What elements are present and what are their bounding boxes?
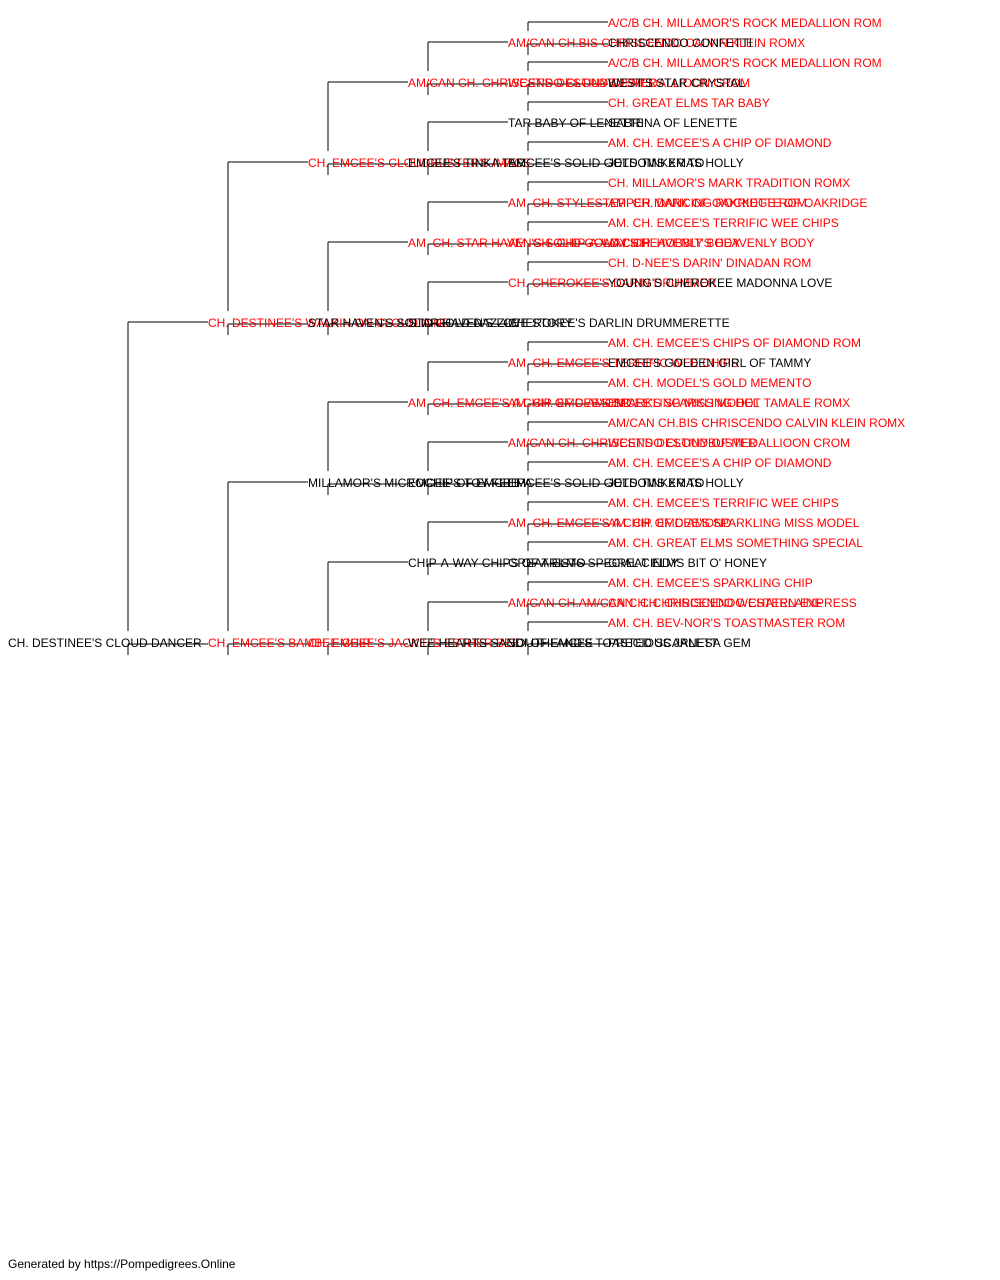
pedigree-entry-gen3: AM/CAN CH. CHRISCENDO CLOUDBUSTER xyxy=(408,76,657,90)
pedigree-entry-gen5: JETSOMS XMAS HOLLY xyxy=(608,156,744,170)
pedigree-entry-gen3: AM. CH. STAR HAVEN'S SOLID GOLD CHIP xyxy=(408,236,651,250)
pedigree-entry-gen5: AM/CAN CH.BIS CHRISCENDO CALVIN KLEIN RO… xyxy=(608,416,905,430)
pedigree-entry-gen5: CH. D-NEE'S DARIN' DINADAN ROM xyxy=(608,256,811,270)
pedigree-entry-gen3: WEE HEARTS SANDI OF EMCEE xyxy=(408,636,593,650)
pedigree-entry-gen5: GREAT ELMS BIT O' HONEY xyxy=(608,556,767,570)
pedigree-entry-gen4: AM. CH. EMCEE'S A CHIP OF DIAMOND xyxy=(508,516,732,530)
pedigree-entry-gen4: EMCEE'S SOLID GOLD TINKER TO xyxy=(508,156,704,170)
pedigree-entry-gen5: WEST'S DESTINY OF MEDALLIOON CROM xyxy=(608,436,850,450)
pedigree-entry-gen5: CHRISCENDO CONFETTI xyxy=(608,36,752,50)
pedigree-labels: CH. DESTINEE'S CLOUD DANCER CH. DESTINEE'… xyxy=(8,16,905,650)
pedigree-entry-gen4: AM/CAN CH.AM/CAN CH. CHRISCENDO WESTERN … xyxy=(508,596,857,610)
pedigree-entry-gen0: CH. DESTINEE'S CLOUD DANCER xyxy=(8,636,202,650)
pedigree-entry-gen5: AM. CH. GREAT ELMS SOMETHING SPECIAL xyxy=(608,536,863,550)
pedigree-entry-gen4: AM. CH. EMCEE'S SPARKLING MISS MODEL xyxy=(508,396,760,410)
pedigree-entry-gen4: SOUTHLAND'S TOASTED SCARLETT xyxy=(508,636,719,650)
pedigree-entry-gen4: GREAT ELMS SPECIAL CINDY xyxy=(508,556,679,570)
pedigree-entry-gen3: CHIP-A-WAY CHIPS OF ARISTO xyxy=(408,556,586,570)
pedigree-entry-gen5: AM. CH. HOBBIT'S HEAVENLY BODY xyxy=(608,236,814,250)
pedigree-entry-gen5: JETSOMS XMAS HOLLY xyxy=(608,476,744,490)
pedigree-entry-gen5: AM. CH. EMCEE'S SPARKLING CHIP xyxy=(608,576,813,590)
pedigree-entry-gen4: CH. CHEROKEE'S DARIN DRUMMER xyxy=(508,276,717,290)
pedigree-entry-gen5: EMCEE'S GOLDEN GIRL OF TAMMY xyxy=(608,356,811,370)
pedigree-entry-gen5: A/C/B CH. MILLAMOR'S ROCK MEDALLION ROM xyxy=(608,56,882,70)
pedigree-entry-gen5: AM. CH. EMCEE'S TERRIFIC WEE CHIPS xyxy=(608,216,839,230)
pedigree-entry-gen5: WEST'S STAR CRYSTAL xyxy=(608,76,745,90)
pedigree-entry-gen4: AM. CH. CHIP-A-WAY'S HEAVENLY BODY xyxy=(508,236,740,250)
pedigree-entry-gen2: MILLAMOR'S MICROCHIP OF EMCEE xyxy=(308,476,519,490)
pedigree-entry-gen5: AM. CH. DANCING ROCKETTE OF OAKRIDGE xyxy=(608,196,867,210)
pedigree-entry-gen5: AM. CH. EMCEE'S A CHIP OF DIAMOND xyxy=(608,456,832,470)
pedigree-entry-gen5: EMCEE'S SPARKLING HOT TAMALE ROMX xyxy=(608,396,850,410)
footer-credit: Generated by https://Pompedigrees.Online xyxy=(8,1257,236,1271)
pedigree-entry-gen5: CAN. CH. CHRISCENDO CHATELAINE xyxy=(608,596,822,610)
pedigree-entry-gen3: STAR HAVEN'S LOVE STORY xyxy=(408,316,573,330)
pedigree-connectors xyxy=(127,21,608,655)
pedigree-entry-gen3: EMCEE'S TOY FELIPA xyxy=(408,476,532,490)
pedigree-entry-gen4: AM/CAN CH. CHRISCENDO CLOUDBUSTER xyxy=(508,436,757,450)
pedigree-entry-gen5: SABRINA OF LENETTE xyxy=(608,116,737,130)
pedigree-entry-gen4: AM. CH. EMCEE'S TERRIFIC WEE CHIPS xyxy=(508,356,739,370)
pedigree-entry-gen4: WEST'S DESTINY OF MEDALLIOON CROM xyxy=(508,76,750,90)
pedigree-entry-gen3: EMCEE'S TINKA TAR xyxy=(408,156,525,170)
pedigree-entry-gen4: AM. CH. STYLESTEPPER MARK OF OAKRIDGE RO… xyxy=(508,196,807,210)
pedigree-entry-gen2: STAR HAVEN'S SOLID GOLD DAZZLE xyxy=(308,316,519,330)
pedigree-entry-gen5: AM. CH. MODEL'S GOLD MEMENTO xyxy=(608,376,811,390)
pedigree-entry-gen4: CHEROKEE'S DARLIN DRUMMERETTE xyxy=(508,316,730,330)
pedigree-entry-gen5: A/C/B CH. MILLAMOR'S ROCK MEDALLION ROM xyxy=(608,16,882,30)
pedigree-entry-gen1: CH. EMCEE'S BAMBEE CHIP xyxy=(208,636,370,650)
pedigree-entry-gen5: AM. CH. BEV-NOR'S TOASTMASTER ROM xyxy=(608,616,845,630)
pedigree-entry-gen1: CH. DESTINEE'S WALKIN ON CLOUD NINE xyxy=(208,316,450,330)
pedigree-entry-gen3: AM. CH. EMCEE'S A CHIP OF DIAMOND xyxy=(408,396,632,410)
pedigree-entry-gen5: PRECIOUS JANESA GEM xyxy=(608,636,751,650)
pedigree-entry-gen2: CH. EMCEE'S JACKIE'S ESTHER BEE xyxy=(308,636,520,650)
pedigree-entry-gen5: CH. MILLAMOR'S MARK TRADITION ROMX xyxy=(608,176,850,190)
pedigree-entry-gen5: YOUNG'S CHEROKEE MADONNA LOVE xyxy=(608,276,832,290)
pedigree-entry-gen4: TAR BABY OF LENETTE xyxy=(508,116,644,130)
pedigree-entry-gen5: AM. CH. EMCEE'S A CHIP OF DIAMOND xyxy=(608,136,832,150)
pedigree-entry-gen5: AM. CH. EMCEE'S TERRIFIC WEE CHIPS xyxy=(608,496,839,510)
pedigree-entry-gen5: CH. GREAT ELMS TAR BABY xyxy=(608,96,770,110)
pedigree-entry-gen4: EMCEE'S SOLID GOLD TINKER TO xyxy=(508,476,704,490)
pedigree-entry-gen5: AM. CH. EMCEE'S CHIPS OF DIAMOND ROM xyxy=(608,336,861,350)
pedigree-entry-gen4: AM/CAN CH.BIS CHRISCENDO CALVIN KLEIN RO… xyxy=(508,36,805,50)
pedigree-entry-gen5: AM. CH. EMCEE'S SPARKLING MISS MODEL xyxy=(608,516,860,530)
pedigree-entry-gen2: CH. EMCEE'S CLOUDBUSTER'S IMAGE xyxy=(308,156,531,170)
